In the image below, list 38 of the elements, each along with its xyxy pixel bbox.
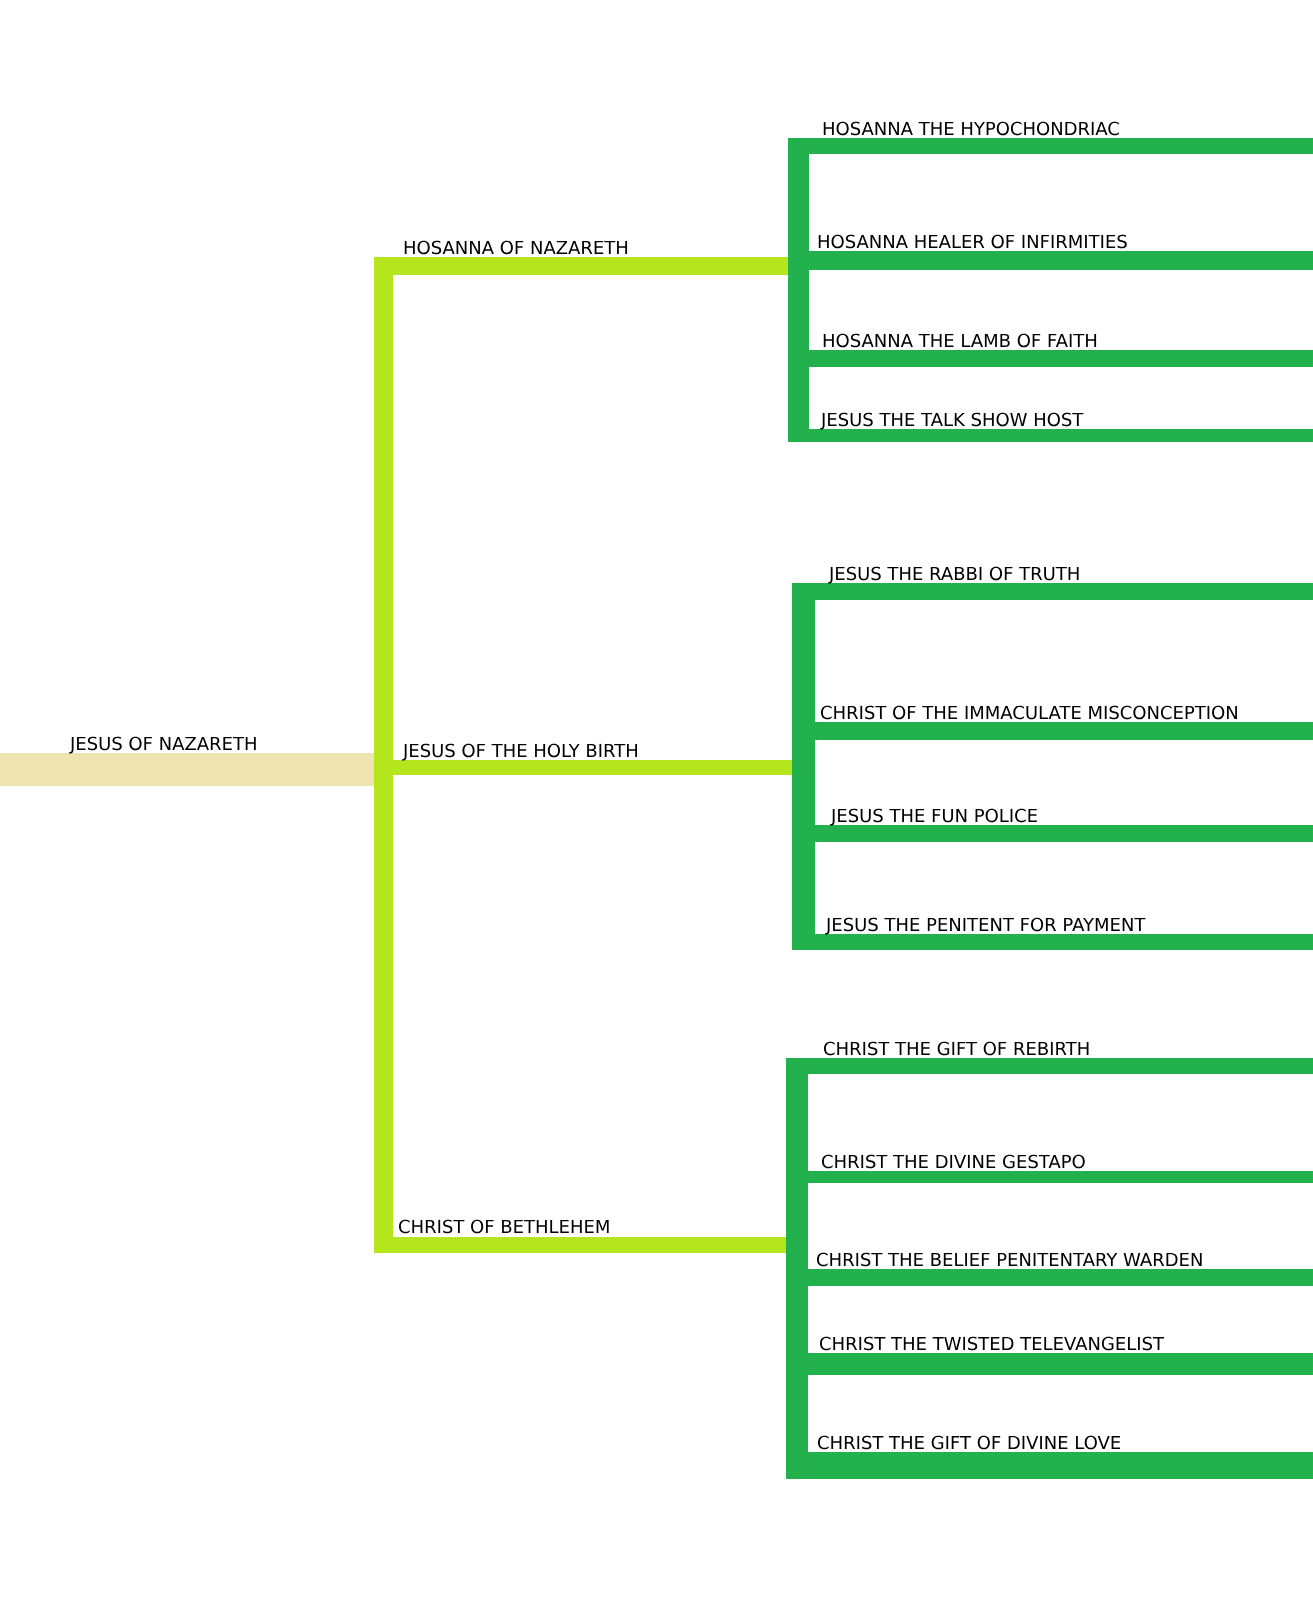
branch-bar: CHRIST THE GIFT OF REBIRTH — [808, 1041, 1313, 1074]
node-label: HOSANNA OF NAZARETH — [404, 240, 628, 255]
branch-bar: CHRIST OF THE IMMACULATE MISCONCEPTION — [815, 705, 1313, 740]
connector-line — [792, 583, 815, 950]
branch-bar: HOSANNA THE HYPOCHONDRIAC — [809, 121, 1313, 154]
connector-line — [374, 257, 393, 1253]
node-label: JESUS THE TALK SHOW HOST — [820, 412, 1084, 430]
branch-bar: CHRIST OF BETHLEHEM — [393, 1219, 786, 1253]
node-label: JESUS THE PENITENT FOR PAYMENT — [825, 917, 1146, 935]
node-label: CHRIST OF THE IMMACULATE MISCONCEPTION — [821, 705, 1237, 720]
node-label: CHRIST THE TWISTED TELEVANGELIST — [820, 1336, 1165, 1351]
branch-bar: JESUS OF THE HOLY BIRTH — [393, 743, 792, 775]
node-label: HOSANNA THE HYPOCHONDRIAC — [823, 121, 1119, 136]
node-label: CHRIST THE GIFT OF DIVINE LOVE — [818, 1435, 1121, 1450]
branch-bar: CHRIST THE BELIEF PENITENTARY WARDEN — [808, 1252, 1313, 1286]
node-label: CHRIST THE BELIEF PENITENTARY WARDEN — [817, 1252, 1202, 1267]
node-label: JESUS THE RABBI OF TRUTH — [828, 566, 1079, 584]
branch-bar: JESUS THE RABBI OF TRUTH — [815, 566, 1313, 600]
branch-bar: JESUS THE PENITENT FOR PAYMENT — [815, 917, 1313, 950]
branch-bar: HOSANNA HEALER OF INFIRMITIES — [809, 234, 1313, 270]
node-label: CHRIST THE GIFT OF REBIRTH — [824, 1041, 1089, 1056]
branch-bar: JESUS THE FUN POLICE — [815, 808, 1313, 842]
connector-line — [786, 1058, 808, 1479]
branch-bar: CHRIST THE GIFT OF DIVINE LOVE — [808, 1435, 1313, 1479]
node-label: JESUS OF NAZARETH — [69, 736, 256, 754]
branch-bar: HOSANNA OF NAZARETH — [393, 240, 788, 275]
node-label: JESUS THE FUN POLICE — [830, 808, 1037, 826]
branch-bar: CHRIST THE TWISTED TELEVANGELIST — [808, 1336, 1313, 1375]
node-label: JESUS OF THE HOLY BIRTH — [402, 743, 638, 761]
node-label: HOSANNA THE LAMB OF FAITH — [823, 333, 1097, 348]
branch-bar: JESUS THE TALK SHOW HOST — [809, 412, 1313, 442]
connector-line — [788, 138, 809, 442]
branch-bar: JESUS OF NAZARETH — [0, 736, 374, 786]
node-label: HOSANNA HEALER OF INFIRMITIES — [818, 234, 1127, 249]
node-label: CHRIST OF BETHLEHEM — [399, 1219, 609, 1234]
branch-bar: CHRIST THE DIVINE GESTAPO — [808, 1154, 1313, 1183]
node-label: CHRIST THE DIVINE GESTAPO — [822, 1154, 1085, 1169]
branch-bar: HOSANNA THE LAMB OF FAITH — [809, 333, 1313, 367]
